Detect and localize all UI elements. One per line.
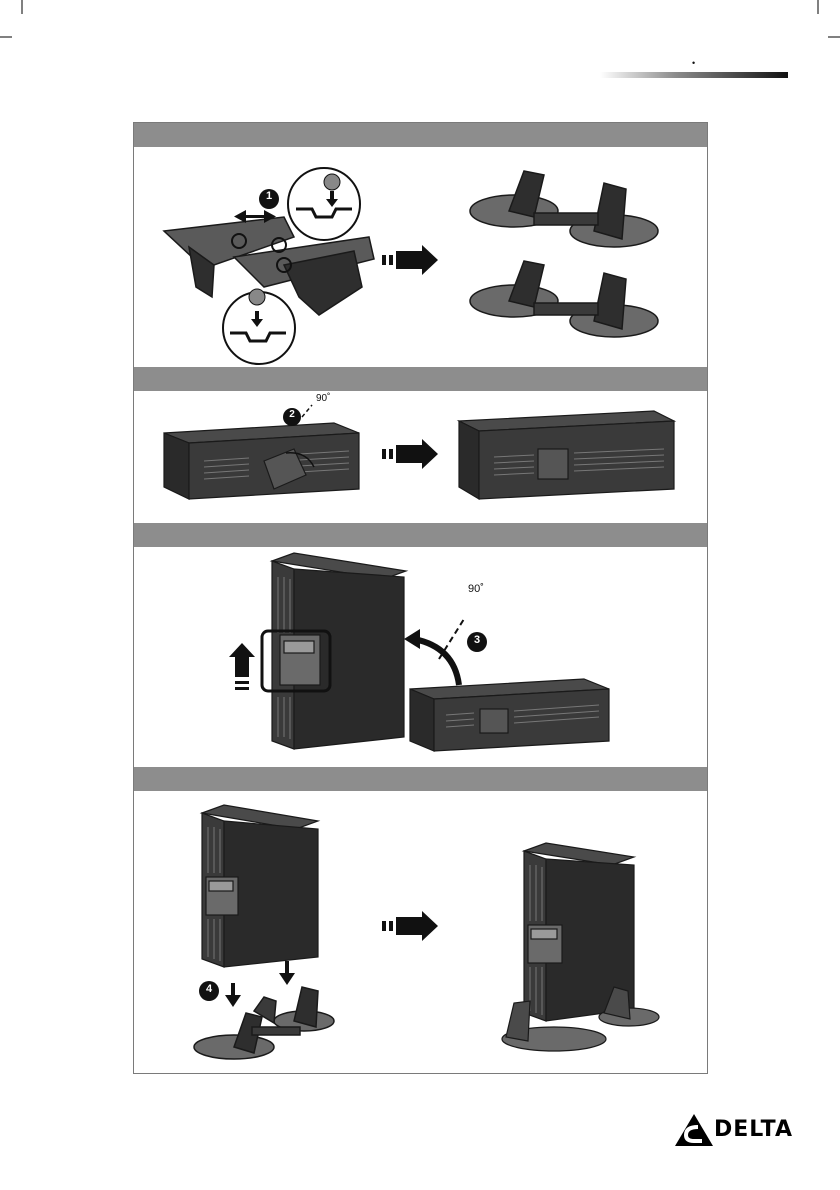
- crop-marks: [0, 0, 840, 60]
- tower-ups-unit: [202, 805, 318, 967]
- step-4-number: 4: [204, 983, 214, 995]
- step-1-illustration: [134, 147, 707, 367]
- step-3-illustration: [134, 547, 707, 767]
- step-1-number: 1: [264, 190, 274, 202]
- assembled-stand-top: [470, 171, 658, 247]
- assembled-stand-bottom: [470, 261, 658, 337]
- step-1-panel: 1: [134, 147, 707, 367]
- up-arrow-icon: [229, 643, 255, 690]
- step-4-illustration: [134, 791, 707, 1073]
- rack-ups-unit: [164, 423, 359, 499]
- step-3-angle-label: 90˚: [468, 583, 484, 595]
- tower-ups-unit: [272, 553, 406, 749]
- process-arrow-icon: [382, 911, 438, 941]
- step-1-band: [134, 123, 707, 147]
- header-marker: •: [692, 58, 695, 68]
- step-2-band: [134, 367, 707, 391]
- step-4-band: [134, 767, 707, 791]
- detail-zoom-top: [288, 168, 360, 240]
- process-arrow-icon: [382, 245, 438, 275]
- step-2-number: 2: [287, 409, 297, 420]
- tower-on-stand: [502, 843, 659, 1051]
- step-3-panel: 90˚ 3: [134, 547, 707, 767]
- rack-ups-unit: [410, 679, 609, 751]
- delta-logo: DELTA: [674, 1113, 792, 1147]
- figure-frame: 1: [133, 122, 708, 1074]
- step-3-band: [134, 523, 707, 547]
- process-arrow-icon: [382, 439, 438, 469]
- step-3-number: 3: [472, 634, 482, 646]
- step-4-panel: 4: [134, 791, 707, 1073]
- header-rule: [600, 72, 788, 78]
- delta-triangle-icon: [674, 1113, 714, 1147]
- step-2-illustration: [134, 391, 707, 523]
- step-2-angle-label: 90˚: [316, 393, 330, 404]
- down-arrow-icon: [225, 961, 295, 1007]
- detail-zoom-bottom: [223, 289, 295, 364]
- logo-wordmark: DELTA: [714, 1117, 793, 1143]
- rack-ups-unit-result: [459, 411, 674, 499]
- rotate-arrow-icon: [404, 629, 420, 649]
- step-2-panel: 90˚ 2: [134, 391, 707, 523]
